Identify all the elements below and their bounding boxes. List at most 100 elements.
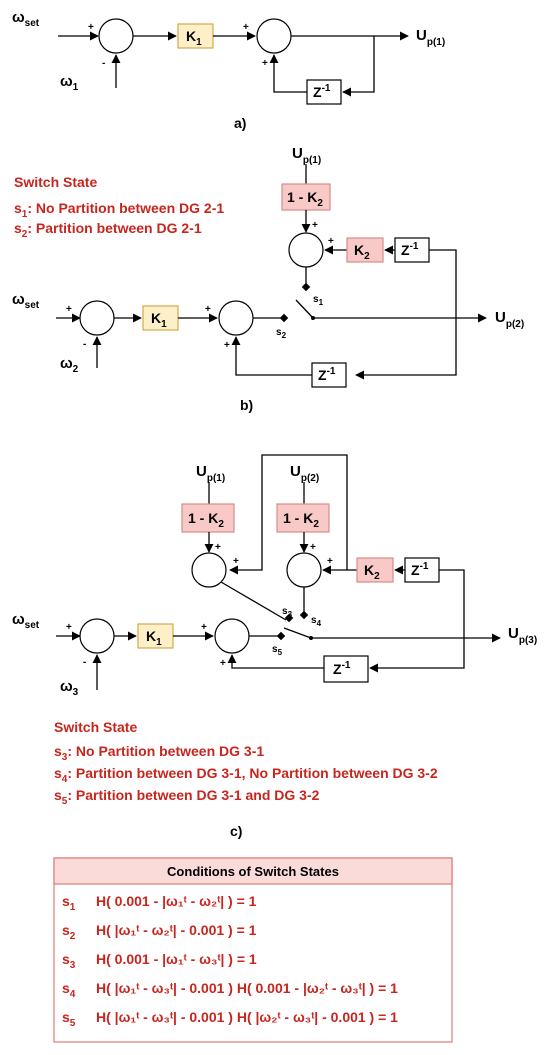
summing-junction-c1 bbox=[79, 618, 115, 654]
caption-b: b) bbox=[240, 397, 253, 413]
legend-s5: s5: Partition between DG 3-1 and DG 3-2 bbox=[54, 787, 320, 807]
one-minus-k2-block-c2 bbox=[276, 503, 330, 533]
switch-contact-s3 bbox=[284, 613, 294, 623]
condition-switch-label: s2 bbox=[62, 922, 76, 942]
summing-junction-b3 bbox=[288, 232, 324, 268]
delay-block-b1 bbox=[394, 237, 430, 263]
svg-text:+: + bbox=[220, 658, 226, 669]
svg-text:+: + bbox=[233, 556, 239, 567]
switch-contact-s1 bbox=[301, 282, 311, 292]
condition-expression: H( |ω₁ᵗ - ω₂ᵗ| - 0.001 ) = 1 bbox=[96, 922, 257, 938]
caption-a: a) bbox=[234, 115, 246, 131]
svg-text:+: + bbox=[312, 220, 318, 231]
conditions-table: Conditions of Switch States s1 H( 0.001 -… bbox=[53, 857, 453, 1043]
omega2-label: ω2 bbox=[60, 355, 79, 375]
svg-text:Z-1: Z-1 bbox=[401, 241, 419, 258]
svg-text:+: + bbox=[327, 556, 333, 567]
svg-text:1 - K2: 1 - K2 bbox=[188, 510, 224, 530]
svg-text:+: + bbox=[328, 236, 334, 247]
svg-text:+: + bbox=[262, 58, 268, 69]
svg-text:+: + bbox=[88, 22, 94, 33]
summing-junction-b1 bbox=[79, 300, 115, 336]
diagram-c: Up(1) 1 - K2 + Up(2) 1 - K2 + + K2 Z-1 +… bbox=[12, 454, 537, 839]
svg-text:K1: K1 bbox=[151, 310, 167, 330]
summing-junction-c4 bbox=[286, 552, 322, 588]
k2-block-b bbox=[346, 237, 384, 263]
switch-contact-s2 bbox=[279, 313, 289, 323]
conditions-title: Conditions of Switch States bbox=[167, 864, 339, 879]
output-up3-c: Up(3) bbox=[508, 625, 537, 646]
omega-set-label-a: ωset bbox=[12, 9, 40, 29]
diagram-a: ωset + - ω1 K1 + Up(1) Z-1 + a) bbox=[12, 9, 445, 131]
input-up2-c: Up(2) bbox=[290, 463, 319, 484]
svg-text:Z-1: Z-1 bbox=[411, 561, 429, 578]
condition-expression: H( 0.001 - |ω₁ᵗ - ω₂ᵗ| ) = 1 bbox=[96, 893, 257, 909]
switch-blade-c bbox=[283, 627, 312, 639]
legend-s2: s2: Partition between DG 2-1 bbox=[14, 220, 202, 240]
legend-s1: s1: No Partition between DG 2-1 bbox=[14, 200, 224, 220]
output-up2-b: Up(2) bbox=[495, 309, 524, 330]
svg-text:-: - bbox=[102, 58, 105, 69]
svg-text:Z-1: Z-1 bbox=[318, 366, 336, 383]
svg-text:K1: K1 bbox=[146, 628, 162, 648]
delay-block-c1 bbox=[404, 557, 440, 583]
delay-block-c2 bbox=[323, 655, 369, 683]
conditions-frame bbox=[53, 857, 453, 1043]
conditions-rows: s1 H( 0.001 - |ω₁ᵗ - ω₂ᵗ| ) = 1 s2 H( |ω₁ᵗ … bbox=[62, 893, 398, 1029]
diagram-b: Switch State s1: No Partition between DG… bbox=[12, 145, 524, 413]
svg-text:s5: s5 bbox=[272, 644, 283, 657]
summing-junction-c2 bbox=[214, 618, 250, 654]
svg-text:+: + bbox=[224, 340, 230, 351]
omega-set-label-c: ωset bbox=[12, 611, 40, 631]
svg-text:K1: K1 bbox=[186, 28, 202, 48]
input-up1-c: Up(1) bbox=[196, 463, 225, 484]
condition-switch-label: s1 bbox=[62, 893, 76, 913]
delay-block-a bbox=[306, 79, 342, 105]
svg-text:-: - bbox=[83, 339, 86, 350]
svg-text:s4: s4 bbox=[311, 615, 322, 628]
switch-contact-s4 bbox=[299, 610, 309, 620]
svg-text:1 - K2: 1 - K2 bbox=[287, 189, 323, 209]
svg-text:+: + bbox=[310, 542, 316, 553]
summing-junction-a1 bbox=[98, 18, 134, 54]
summing-junction-c3 bbox=[191, 552, 227, 588]
summing-junction-b2 bbox=[218, 300, 254, 336]
condition-expression: H( |ω₁ᵗ - ω₃ᵗ| - 0.001 ) H( 0.001 - |ω₂ᵗ… bbox=[96, 980, 398, 996]
omega-set-label-b: ωset bbox=[12, 291, 40, 311]
k2-block-c bbox=[356, 557, 394, 583]
switch-blade-b bbox=[295, 299, 314, 319]
svg-text:s3: s3 bbox=[282, 606, 293, 619]
svg-text:+: + bbox=[66, 622, 72, 633]
k1-block-a bbox=[177, 23, 214, 49]
one-minus-k2-block-c1 bbox=[181, 503, 235, 533]
svg-text:+: + bbox=[205, 304, 211, 315]
svg-text:+: + bbox=[201, 622, 207, 633]
svg-text:s1: s1 bbox=[313, 294, 324, 307]
svg-text:K2: K2 bbox=[364, 562, 380, 582]
legend-s3: s3: No Partition between DG 3-1 bbox=[54, 743, 264, 763]
caption-c: c) bbox=[230, 823, 242, 839]
condition-expression: H( 0.001 - |ω₁ᵗ - ω₃ᵗ| ) = 1 bbox=[96, 951, 257, 967]
svg-text:+: + bbox=[66, 304, 72, 315]
condition-switch-label: s5 bbox=[62, 1009, 76, 1029]
svg-text:Z-1: Z-1 bbox=[333, 660, 351, 677]
svg-text:1 - K2: 1 - K2 bbox=[283, 510, 319, 530]
svg-text:-: - bbox=[83, 657, 86, 668]
condition-switch-label: s4 bbox=[62, 980, 76, 1000]
input-up1-b: Up(1) bbox=[292, 145, 321, 166]
legend-s4: s4: Partition between DG 3-1, No Partiti… bbox=[54, 765, 438, 785]
conditions-header bbox=[53, 857, 453, 885]
svg-text:K2: K2 bbox=[354, 242, 370, 262]
legend-title-b: Switch State bbox=[14, 174, 97, 190]
switch-contact-s5 bbox=[276, 631, 286, 641]
omega3-label: ω3 bbox=[60, 678, 79, 698]
omega1-label: ω1 bbox=[60, 73, 79, 93]
output-up1-a: Up(1) bbox=[416, 27, 445, 48]
summing-junction-a2 bbox=[256, 18, 292, 54]
svg-text:s2: s2 bbox=[276, 327, 287, 340]
legend-title-c: Switch State bbox=[54, 719, 137, 735]
condition-expression: H( |ω₁ᵗ - ω₃ᵗ| - 0.001 ) H( |ω₂ᵗ - ω₃ᵗ| … bbox=[96, 1009, 398, 1025]
condition-switch-label: s3 bbox=[62, 951, 76, 971]
svg-text:Z-1: Z-1 bbox=[313, 83, 331, 100]
